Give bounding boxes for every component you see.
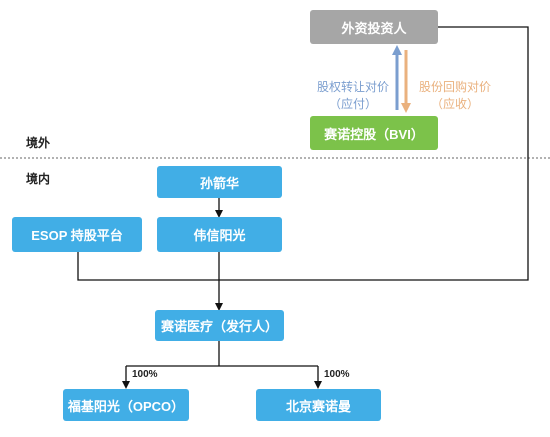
share-buyback-label-line2: （应收） bbox=[430, 97, 479, 111]
node-foreign-investor: 外资投资人 bbox=[310, 10, 438, 44]
region-domestic-label: 境内 bbox=[26, 172, 51, 186]
share-buyback-label: 股份回购对价 （应收） bbox=[413, 79, 497, 113]
node-weixin-yangguang: 伟信阳光 bbox=[157, 217, 282, 252]
equity-transfer-label: 股权转让对价 （应付） bbox=[313, 79, 393, 113]
investor-to-issuer-line bbox=[219, 26, 529, 281]
region-overseas-label: 境外 bbox=[26, 136, 51, 150]
equity-transfer-label-line1: 股权转让对价 bbox=[316, 80, 389, 94]
node-opco: 福基阳光（OPCO） bbox=[63, 389, 189, 421]
node-esop: ESOP 持股平台 bbox=[12, 217, 142, 252]
node-sun-jianhua: 孙箭华 bbox=[157, 166, 282, 198]
node-bvi: 赛诺控股（BVI） bbox=[310, 116, 438, 150]
equity-transfer-label-line2: （应付） bbox=[328, 97, 377, 111]
esop-to-issuer-line bbox=[77, 252, 219, 281]
node-issuer: 赛诺医疗（发行人） bbox=[155, 310, 284, 341]
beijing-ownership-pct: 100% bbox=[324, 369, 350, 380]
node-beijing-sainuoman: 北京赛诺曼 bbox=[256, 389, 381, 421]
share-buyback-label-line1: 股份回购对价 bbox=[418, 80, 491, 94]
opco-ownership-pct: 100% bbox=[132, 369, 158, 380]
